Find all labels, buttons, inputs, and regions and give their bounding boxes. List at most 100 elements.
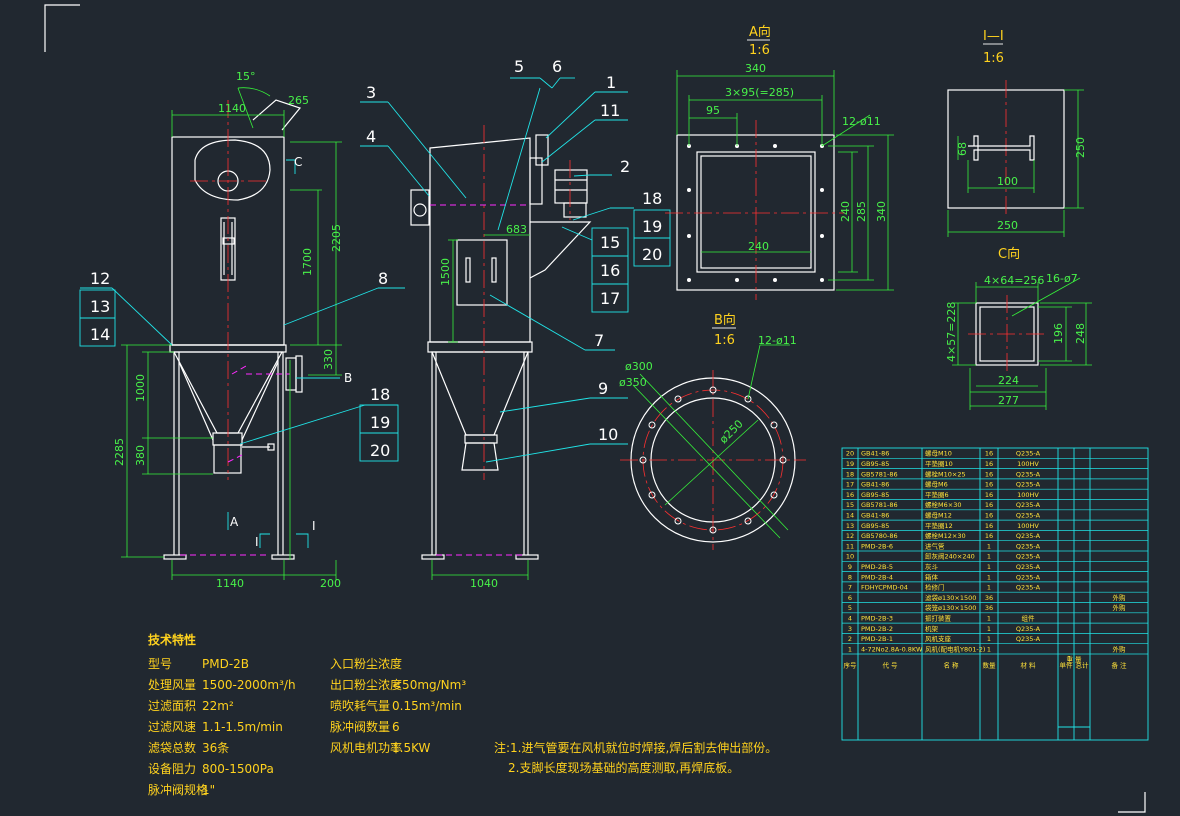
table-cell: 袋笼ø130×1500 — [925, 603, 976, 612]
dim-b-350: ø350 — [619, 376, 647, 389]
spec-value: 1500-2000m³/h — [202, 678, 296, 692]
table-cell: 12 — [846, 532, 854, 540]
table-cell: Q235-A — [1016, 532, 1041, 540]
spec-label: 滤袋总数 — [148, 740, 196, 755]
dim-side-1040: 1040 — [470, 577, 498, 590]
table-header-cell: 代 号 — [882, 660, 898, 669]
table-cell: 14 — [846, 512, 854, 520]
table-cell: 2 — [848, 635, 852, 643]
table-cell: 20 — [846, 450, 854, 458]
table-cell: 卸灰阀240×240 — [925, 552, 975, 561]
b-view — [620, 344, 806, 550]
table-cell: 5 — [848, 604, 852, 612]
note-line-2: 2.支脚长度现场基础的高度测取,再焊底板。 — [508, 760, 739, 775]
b-view-title: B向 — [714, 312, 736, 328]
table-cell: 风机(配电机Y801-2) — [925, 644, 985, 653]
table-cell: Q235-A — [1016, 542, 1041, 550]
dim-front-a: A — [230, 515, 239, 529]
spec-value: 0.15m³/min — [392, 699, 462, 713]
table-cell: 16 — [985, 491, 993, 499]
table-cell: 100HV — [1017, 491, 1039, 499]
spec-value: 800-1500Pa — [202, 762, 274, 776]
table-cell: 4 — [848, 615, 852, 623]
dim-b-250: ø250 — [717, 417, 746, 446]
table-cell: Q235-A — [1016, 625, 1041, 633]
table-cell: 风机支座 — [925, 634, 952, 643]
side-view — [360, 77, 634, 580]
spec-title: 技术特性 — [148, 632, 196, 647]
dim-front-c: C — [294, 155, 302, 169]
dim-a-240-h: 240 — [748, 240, 769, 253]
dim-front-265: 265 — [288, 94, 309, 107]
spec-label: 脉冲阀数量 — [330, 719, 390, 734]
dim-b-300: ø300 — [625, 360, 653, 373]
parts-table-frame — [841, 447, 1149, 741]
table-cell: GB41-86 — [861, 512, 889, 520]
table-cell: 16 — [985, 532, 993, 540]
table-cell: 1 — [987, 573, 991, 581]
table-cell: 1 — [987, 542, 991, 550]
dim-s-100: 100 — [997, 175, 1018, 188]
callout-front-20: 20 — [370, 441, 390, 460]
table-cell: Q235-A — [1016, 450, 1041, 458]
table-cell: Q235-A — [1016, 553, 1041, 561]
dim-c-277: 277 — [998, 394, 1019, 407]
table-cell: 7 — [848, 584, 852, 592]
callout-7: 7 — [594, 331, 604, 350]
spec-label: 过滤面积 — [148, 699, 196, 713]
dim-front-top-width: 1140 — [218, 102, 246, 115]
table-cell: 外购 — [1113, 603, 1127, 612]
table-cell: 螺栓M6×30 — [925, 500, 961, 509]
table-cell: GB5780-86 — [861, 532, 898, 540]
dim-front-b: B — [344, 371, 352, 385]
callout-3: 3 — [366, 83, 376, 102]
table-cell: 19 — [846, 460, 854, 468]
callout-side-18: 18 — [642, 189, 662, 208]
table-cell: 16 — [985, 522, 993, 530]
table-cell: GB5781-86 — [861, 470, 898, 478]
dim-c-4x57: 4×57=228 — [945, 302, 958, 362]
spec-value: 22m² — [202, 699, 234, 713]
table-header-cell: 数量 — [983, 660, 997, 669]
spec-value: 1.1-1.5m/min — [202, 720, 283, 734]
table-cell: 16 — [985, 470, 993, 478]
table-cell: PMD-2B-3 — [861, 615, 893, 623]
spec-value: 1.5KW — [392, 741, 431, 755]
front-view — [80, 87, 405, 580]
frame-corner-top-left — [44, 4, 80, 52]
dim-front-2285: 2285 — [113, 438, 126, 466]
table-cell: 16 — [985, 512, 993, 520]
dim-front-1000: 1000 — [134, 374, 147, 402]
table-cell: 3 — [848, 625, 852, 633]
table-cell: PMD-2B-2 — [861, 625, 893, 633]
table-cell: 平垫圈10 — [925, 459, 953, 468]
frame-corner-bottom-right — [1118, 792, 1146, 813]
table-cell: 1 — [987, 553, 991, 561]
dim-a-285-v: 285 — [855, 201, 868, 222]
table-cell: 10 — [846, 553, 854, 561]
callout-1: 1 — [606, 73, 616, 92]
table-cell: Q235-A — [1016, 470, 1041, 478]
table-header-cell: 单件 — [1060, 660, 1074, 669]
table-cell: GB95-85 — [861, 460, 889, 468]
table-cell: 1 — [848, 645, 852, 653]
table-cell: Q235-A — [1016, 501, 1041, 509]
table-header-cell: 备 注 — [1111, 660, 1127, 669]
section-scale: 1:6 — [983, 51, 1004, 66]
dim-a-3x95: 3×95(=285) — [725, 86, 794, 99]
dim-c-16holes: 16-ø7 — [1046, 272, 1078, 285]
table-cell: 灰斗 — [925, 562, 939, 571]
table-cell: 17 — [846, 481, 854, 489]
a-view-title: A向 — [749, 24, 771, 40]
table-cell: 100HV — [1017, 460, 1039, 468]
table-cell: GB95-85 — [861, 491, 889, 499]
table-cell: 6 — [848, 594, 852, 602]
dim-front-angle: 15° — [236, 70, 256, 83]
table-cell: 15 — [846, 501, 854, 509]
spec-label: 出口粉尘浓度 — [330, 677, 402, 692]
spec-label: 过滤风速 — [148, 720, 196, 734]
section-i-i — [947, 43, 1084, 237]
table-cell: 外购 — [1113, 644, 1127, 653]
dim-a-240-v: 240 — [839, 201, 852, 222]
